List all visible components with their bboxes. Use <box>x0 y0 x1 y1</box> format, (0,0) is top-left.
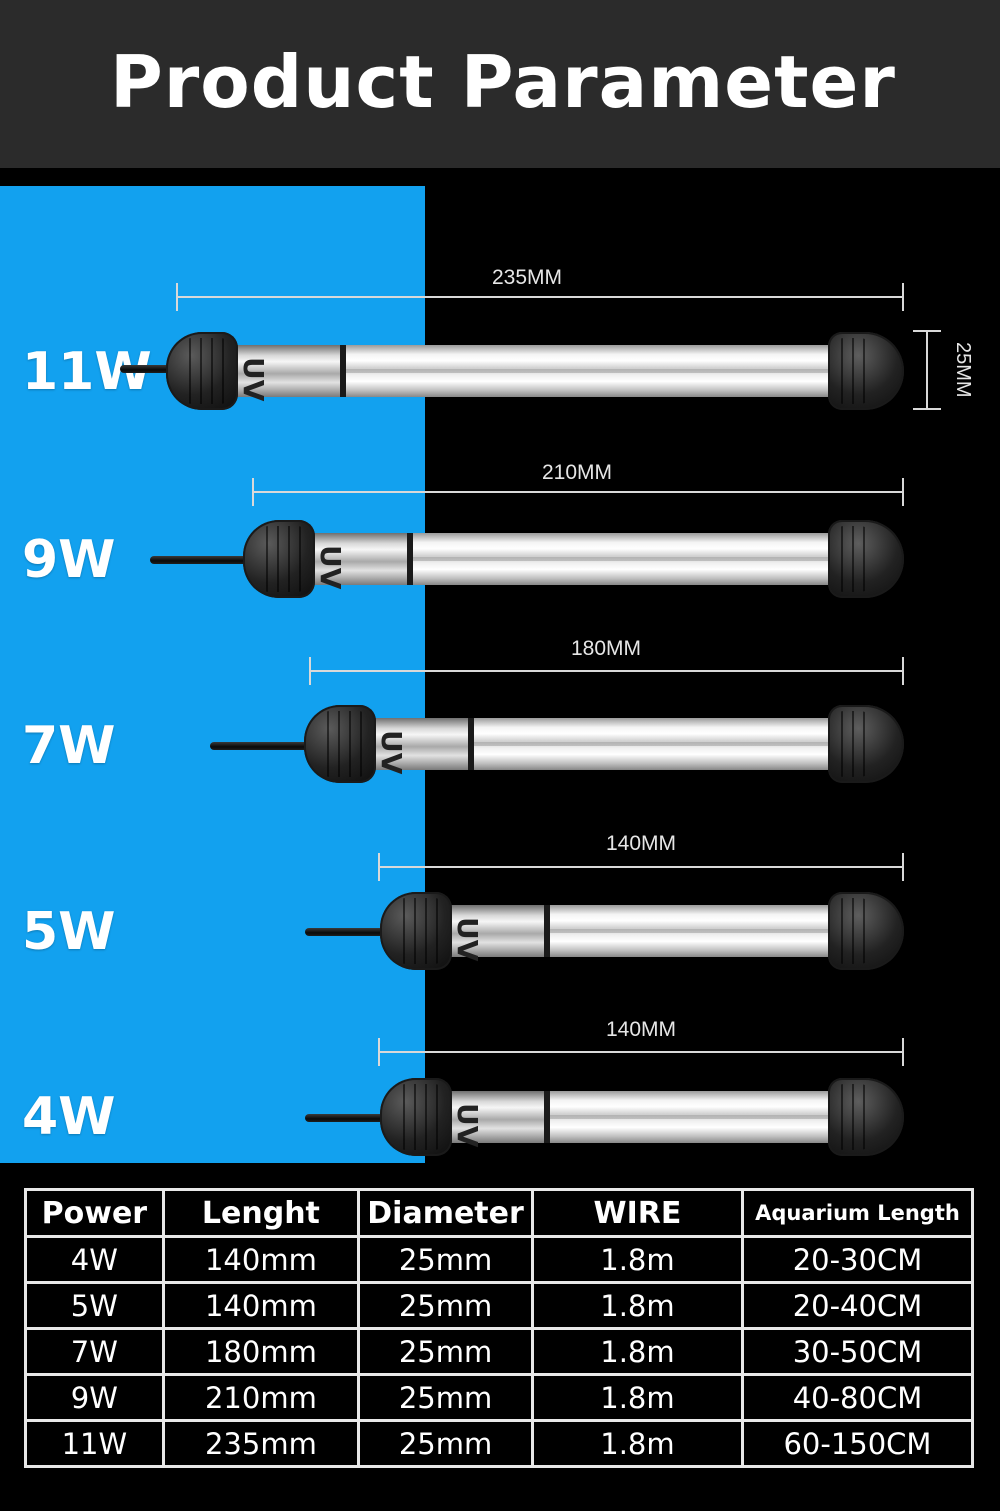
dimension-line-9w <box>252 478 904 506</box>
end-cap-right <box>828 705 904 783</box>
end-cap-right <box>828 520 904 598</box>
table-cell: 25mm <box>357 1235 534 1284</box>
table-cell: 1.8m <box>530 1419 744 1468</box>
uv-lamp-7w: UV <box>304 705 904 783</box>
power-label-4w: 4W <box>22 1087 116 1147</box>
end-cap-right <box>828 332 904 410</box>
table-cell: 25mm <box>357 1373 534 1422</box>
length-label-4w: 140MM <box>605 1018 677 1041</box>
table-cell: 20-40CM <box>740 1281 975 1330</box>
table-row: 4W 140mm 25mm 1.8m 20-30CM <box>24 1235 975 1284</box>
table-cell: 25mm <box>357 1327 534 1376</box>
table-cell: 1.8m <box>530 1235 744 1284</box>
power-label-5w: 5W <box>22 902 116 962</box>
power-cord-7w <box>210 742 315 750</box>
diameter-label: 25MM <box>952 342 974 398</box>
end-cap-left <box>243 520 315 598</box>
dimension-line-7w <box>309 657 904 685</box>
uv-lamp-11w: UV <box>166 332 904 410</box>
uv-lamp-9w: UV <box>243 520 904 598</box>
end-cap-right <box>828 1078 904 1156</box>
table-cell: 140mm <box>161 1281 361 1330</box>
page-title: Product Parameter <box>110 40 896 124</box>
table-cell: 9W <box>24 1373 165 1422</box>
table-header-row: Power Lenght Diameter WIRE Aquarium Leng… <box>24 1188 975 1238</box>
length-label-7w: 180MM <box>570 637 642 660</box>
column-header-aquarium-length: Aquarium Length <box>740 1188 975 1238</box>
table-cell: 1.8m <box>530 1281 744 1330</box>
table-row: 9W 210mm 25mm 1.8m 40-80CM <box>24 1373 975 1422</box>
power-cord-5w <box>305 928 390 936</box>
table-cell: 7W <box>24 1327 165 1376</box>
uv-lamp-4w: UV <box>380 1078 904 1156</box>
parameter-table: Power Lenght Diameter WIRE Aquarium Leng… <box>24 1188 975 1468</box>
table-cell: 20-30CM <box>740 1235 975 1284</box>
dimension-line-5w <box>378 853 904 881</box>
column-header-power: Power <box>24 1188 165 1238</box>
table-cell: 235mm <box>161 1419 361 1468</box>
dimension-line-4w <box>378 1038 904 1066</box>
end-cap-left <box>166 332 238 410</box>
uv-lamp-5w: UV <box>380 892 904 970</box>
length-label-9w: 210MM <box>541 461 613 484</box>
sleeve-uv-text: UV <box>451 1103 484 1148</box>
table-cell: 25mm <box>357 1419 534 1468</box>
table-cell: 210mm <box>161 1373 361 1422</box>
length-label-5w: 140MM <box>605 832 677 855</box>
header-banner: Product Parameter <box>0 0 1000 168</box>
table-cell: 60-150CM <box>740 1419 975 1468</box>
table-row: 5W 140mm 25mm 1.8m 20-40CM <box>24 1281 975 1330</box>
end-cap-left <box>380 1078 452 1156</box>
table-cell: 30-50CM <box>740 1327 975 1376</box>
table-cell: 40-80CM <box>740 1373 975 1422</box>
dimension-line-11w <box>176 283 904 311</box>
table-cell: 4W <box>24 1235 165 1284</box>
table-cell: 180mm <box>161 1327 361 1376</box>
power-cord-9w <box>150 556 255 564</box>
table-cell: 1.8m <box>530 1373 744 1422</box>
power-cord-11w <box>120 365 180 373</box>
power-label-9w: 9W <box>22 530 116 590</box>
table-cell: 25mm <box>357 1281 534 1330</box>
column-header-wire: WIRE <box>530 1188 744 1238</box>
sleeve-uv-text: UV <box>237 357 270 402</box>
table-row: 7W 180mm 25mm 1.8m 30-50CM <box>24 1327 975 1376</box>
table-cell: 1.8m <box>530 1327 744 1376</box>
end-cap-left <box>304 705 376 783</box>
sleeve-uv-text: UV <box>314 545 347 590</box>
table-cell: 5W <box>24 1281 165 1330</box>
sleeve-uv-text: UV <box>375 730 408 775</box>
end-cap-left <box>380 892 452 970</box>
column-header-length: Lenght <box>161 1188 361 1238</box>
table-cell: 11W <box>24 1419 165 1468</box>
end-cap-right <box>828 892 904 970</box>
power-label-7w: 7W <box>22 716 116 776</box>
table-cell: 140mm <box>161 1235 361 1284</box>
table-row: 11W 235mm 25mm 1.8m 60-150CM <box>24 1419 975 1468</box>
power-cord-4w <box>305 1114 390 1122</box>
column-header-diameter: Diameter <box>357 1188 534 1238</box>
sleeve-uv-text: UV <box>451 917 484 962</box>
length-label-11w: 235MM <box>491 266 563 289</box>
diameter-dimension-line <box>913 330 941 410</box>
